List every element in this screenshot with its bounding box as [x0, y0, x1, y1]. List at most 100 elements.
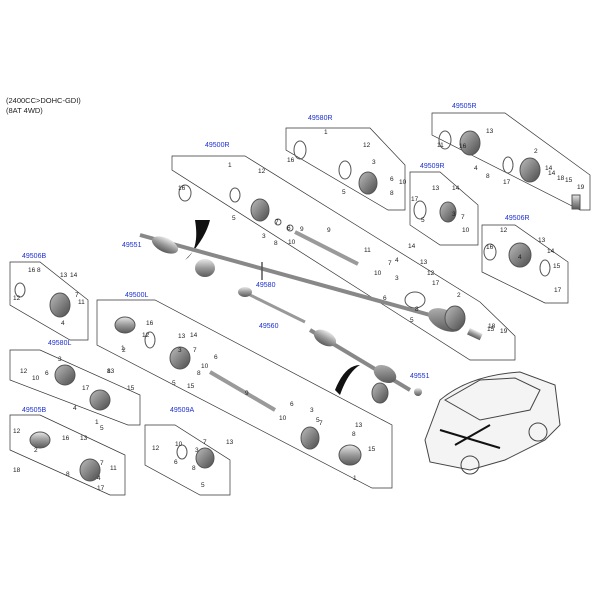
part-number-p49500R-7: 8: [274, 240, 278, 247]
part-number-main-6: 3: [395, 275, 399, 282]
part-number-p49580L-0: 12: [20, 368, 28, 375]
part-number-p49500R-8: 6: [287, 225, 291, 232]
part-number-p49505B-1: 18: [13, 467, 21, 474]
part-number-p49580L-1: 10: [32, 375, 40, 382]
part-number-p49500L-2: 14: [190, 332, 198, 339]
part-number-p49509R-2: 17: [411, 196, 419, 203]
part-number-main-8: 2: [457, 292, 461, 299]
part-number-p49506B-5: 14: [70, 272, 78, 279]
part-number-p49580L-7: 13: [107, 368, 115, 375]
part-number-main-13: 12: [427, 270, 435, 277]
shaft-9-right: [294, 230, 359, 266]
code-49580r[interactable]: 49580R: [308, 115, 333, 122]
part-number-p49500L-0: 1: [121, 345, 125, 352]
left-drive-shaft: [308, 328, 422, 396]
part-number-main-0: 9: [327, 227, 331, 234]
code-49505r[interactable]: 49505R: [452, 103, 477, 110]
part-number-bottom-6: 15: [368, 446, 376, 453]
panel-frame-49580l: [9, 349, 141, 426]
part-number-p49500L-6: 7: [193, 347, 197, 354]
part-number-p49500L-12: 15: [187, 383, 195, 390]
part-number-p49505R-6: 17: [503, 179, 511, 186]
part-number-p49580R-7: 8: [390, 190, 394, 197]
code-49509r[interactable]: 49509R: [420, 163, 445, 170]
panel-frame-49509a: [144, 424, 231, 496]
part-number-p49580L-8: 8: [107, 368, 111, 375]
panel-frame-49506r: [481, 224, 569, 304]
shaft-9-left: [208, 370, 277, 412]
part-number-p49506B-7: 11: [78, 299, 85, 306]
part-number-p49506B-1: 12: [13, 295, 21, 302]
part-number-p49505R-1: 16: [459, 143, 467, 150]
part-number-p49505R-10: 15: [565, 177, 573, 184]
part-number-p49580R-5: 6: [390, 176, 394, 183]
part-number-bottom-5: 8: [352, 431, 356, 438]
part-number-p49580L-10: 1: [95, 419, 99, 426]
part-number-p49500L-1: 16: [146, 320, 154, 327]
code-49505b[interactable]: 49505B: [22, 407, 46, 414]
part-number-p49506R-4: 14: [547, 248, 555, 255]
part-number-p49500L-3: 12: [142, 332, 150, 339]
callout-49560[interactable]: 49560: [259, 323, 279, 330]
part-number-main-3: 13: [420, 259, 428, 266]
part-number-p49580R-2: 16: [287, 157, 295, 164]
part-number-main-7: 17: [432, 280, 440, 287]
part-number-main-12: 19: [500, 328, 508, 335]
part-number-main-5: 5: [410, 317, 414, 324]
part-number-p49505B-4: 13: [80, 435, 88, 442]
pointer-arrow-lower: [335, 365, 360, 395]
part-number-p49509A-2: 6: [174, 459, 178, 466]
part-number-p49505B-8: 7: [100, 460, 104, 467]
code-49500r[interactable]: 49500R: [205, 142, 230, 149]
part-number-p49500R-1: 12: [258, 168, 266, 175]
code-49506b[interactable]: 49506B: [22, 253, 46, 260]
code-49580l[interactable]: 49580L: [48, 340, 71, 347]
part-number-p49509A-5: 13: [226, 439, 234, 446]
panel-frame-49506b: [9, 261, 89, 341]
vehicle-illustration: [424, 371, 561, 475]
code-49509a[interactable]: 49509A: [170, 407, 194, 414]
code-49506r[interactable]: 49506R: [505, 215, 530, 222]
part-number-p49505R-2: 4: [474, 165, 478, 172]
part-number-p49506B-3: 4: [61, 320, 65, 327]
part-number-p49509R-5: 7: [461, 214, 465, 221]
part-number-p49505B-7: 17: [97, 485, 105, 492]
part-number-p49505R-4: 14: [545, 165, 553, 172]
part-number-bottom-1: 10: [279, 415, 287, 422]
part-number-p49506B-0: 16: [28, 267, 36, 274]
part-number-main-4: 6: [383, 295, 387, 302]
part-number-p49500L-5: 3: [178, 347, 182, 354]
part-number-p49505B-2: 2: [34, 447, 38, 454]
code-49500l[interactable]: 49500L: [125, 292, 148, 299]
part-number-p49505B-5: 8: [66, 471, 70, 478]
part-number-p49509A-6: 8: [192, 465, 196, 472]
part-number-p49509R-4: 3: [452, 211, 456, 218]
part-number-p49500L-11: 2: [122, 347, 126, 354]
part-number-p49580R-6: 10: [399, 179, 407, 186]
part-number-p49505B-6: 4: [97, 475, 101, 482]
callout-49551-upper[interactable]: 49551: [122, 242, 142, 249]
part-number-p49505R-3: 13: [486, 128, 494, 135]
part-number-main-11: 15: [487, 326, 495, 333]
part-number-bottom-3: 7: [319, 420, 323, 427]
part-number-p49506R-2: 13: [538, 237, 546, 244]
part-number-p49580R-1: 12: [363, 142, 371, 149]
part-number-p49500R-9: 9: [300, 226, 304, 233]
callout-49551-lower[interactable]: 49551: [410, 373, 430, 380]
part-number-p49505R-11: 19: [577, 184, 585, 191]
part-number-p49509R-1: 14: [452, 185, 460, 192]
part-number-p49500L-8: 8: [197, 370, 201, 377]
part-number-p49580L-4: 3: [58, 356, 62, 363]
part-number-p49505R-0: 11: [437, 142, 444, 149]
part-number-p49509A-0: 12: [152, 445, 160, 452]
callout-49580[interactable]: 49580: [256, 282, 276, 289]
engine-spec: (2400CC>DOHC-GDI): [6, 96, 81, 105]
part-number-p49509A-1: 10: [175, 441, 183, 448]
part-number-p49505R-7: 2: [534, 148, 538, 155]
part-number-p49505B-3: 16: [62, 435, 70, 442]
pointer-arrow-upper: [185, 220, 210, 260]
part-number-p49500R-3: 5: [232, 215, 236, 222]
part-number-p49506R-5: 15: [553, 263, 561, 270]
